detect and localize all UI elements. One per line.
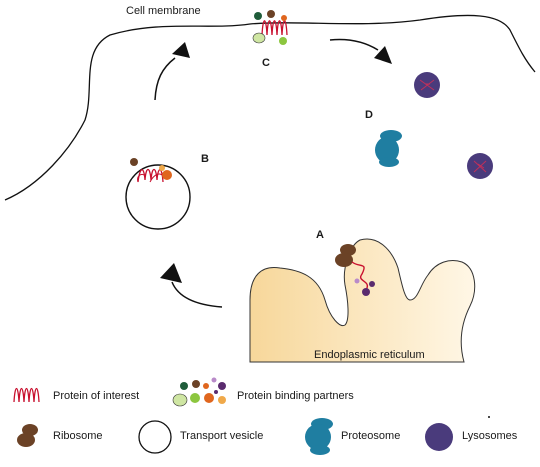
- lysosome-lower: [467, 153, 493, 179]
- legend-lysosome-label: Lysosomes: [462, 430, 518, 442]
- legend-binding-partners-label: Protein binding partners: [237, 390, 354, 402]
- legend-dot: [488, 416, 490, 418]
- legend-lysosome-icon: [425, 423, 453, 451]
- legend-binding-partners-icon: [172, 377, 226, 407]
- legend-protein-label: Protein of interest: [53, 390, 139, 402]
- legend-vesicle-label: Transport vesicle: [180, 430, 263, 442]
- legend-protein-icon: [13, 387, 40, 403]
- step-b-label: B: [201, 153, 209, 165]
- proteosome: [375, 130, 402, 167]
- legend: Protein of interest Protein binding part…: [13, 377, 518, 455]
- legend-ribosome-label: Ribosome: [53, 430, 103, 442]
- cell-membrane-label: Cell membrane: [126, 5, 201, 17]
- arrow-er-to-vesicle: [171, 281, 223, 308]
- ribosome-at-er: [335, 244, 356, 267]
- protein-in-vesicle: [130, 158, 172, 183]
- legend-proteosome-icon: [305, 418, 333, 455]
- arrowhead-er-to-vesicle: [160, 263, 182, 283]
- arrow-membrane-to-degradation: [329, 38, 379, 51]
- arrowhead-vesicle-to-membrane: [172, 42, 190, 58]
- arrow-vesicle-to-membrane: [154, 57, 176, 101]
- step-d-label: D: [365, 109, 373, 121]
- endoplasmic-reticulum: [249, 238, 476, 363]
- legend-ribosome-icon: [17, 424, 38, 447]
- cell-membrane-line: [4, 14, 536, 201]
- er-label: Endoplasmic reticulum: [314, 349, 425, 361]
- nascent-protein-in-er: [351, 261, 375, 296]
- step-c-label: C: [262, 57, 270, 69]
- protein-at-membrane: [252, 10, 288, 45]
- transport-vesicle: [125, 164, 191, 230]
- legend-proteosome-label: Proteosome: [341, 430, 400, 442]
- arrowhead-membrane-to-degradation: [374, 46, 392, 64]
- legend-vesicle-icon: [138, 420, 172, 454]
- lysosome-upper: [414, 72, 440, 98]
- step-a-label: A: [316, 229, 324, 241]
